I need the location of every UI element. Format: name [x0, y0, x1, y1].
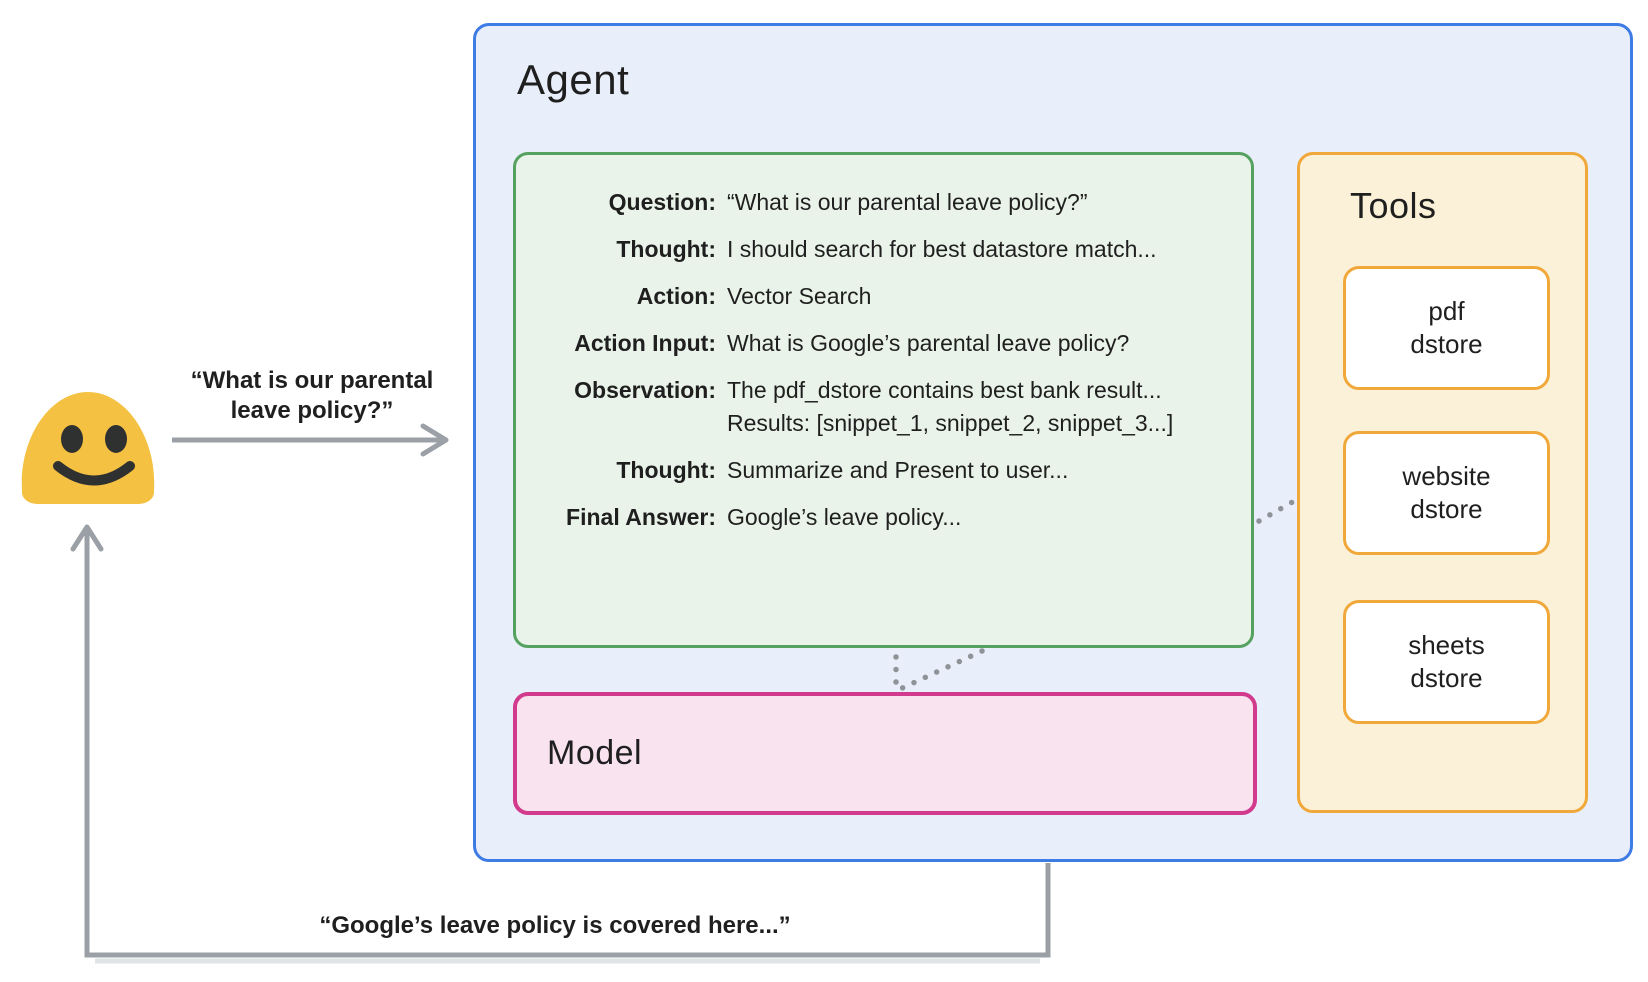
- trace-label: Thought:: [616, 457, 716, 483]
- trace-value: “What is our parental leave policy?”: [727, 189, 1088, 215]
- trace-value: The pdf_dstore contains best bank result…: [727, 374, 1173, 440]
- user-emoji-icon: [21, 392, 155, 504]
- tool-website-dstore: website dstore: [1343, 431, 1550, 555]
- model-box: Model: [513, 692, 1257, 815]
- trace-label: Action:: [636, 283, 716, 309]
- trace-value: Vector Search: [727, 283, 872, 309]
- tools-box: Tools pdf dstore website dstore sheets d…: [1297, 152, 1588, 813]
- trace-value: Summarize and Present to user...: [727, 457, 1069, 483]
- tool-label-line: pdf: [1428, 296, 1465, 326]
- model-title: Model: [547, 734, 643, 772]
- user-question-label: “What is our parental leave policy?”: [152, 366, 472, 426]
- agent-title: Agent: [517, 56, 630, 103]
- scratchpad-box: Question: “What is our parental leave po…: [513, 152, 1254, 648]
- trace-row-thought-2: Thought: Summarize and Present to user..…: [516, 454, 1241, 487]
- trace-row-question: Question: “What is our parental leave po…: [516, 186, 1241, 219]
- trace-row-thought: Thought: I should search for best datast…: [516, 233, 1241, 266]
- trace-label: Action Input:: [574, 330, 716, 356]
- tool-label-line: dstore: [1410, 494, 1483, 524]
- trace-row-final-answer: Final Answer: Google’s leave policy...: [516, 501, 1241, 534]
- tool-label-line: dstore: [1410, 329, 1483, 359]
- observation-line-2: Results: [snippet_1, snippet_2, snippet_…: [727, 410, 1174, 436]
- trace-value: Google’s leave policy...: [727, 504, 962, 530]
- tool-label-line: dstore: [1410, 663, 1483, 693]
- request-arrow: [172, 423, 449, 457]
- user-question-line-2: leave policy?”: [230, 397, 394, 424]
- trace-row-observation: Observation: The pdf_dstore contains bes…: [516, 374, 1241, 440]
- agent-answer-label: “Google’s leave policy is covered here..…: [319, 912, 791, 939]
- trace-label: Observation:: [574, 377, 716, 403]
- trace-label: Thought:: [616, 236, 716, 262]
- trace-row-action: Action: Vector Search: [516, 280, 1241, 313]
- tool-sheets-dstore: sheets dstore: [1343, 600, 1550, 724]
- tool-pdf-dstore: pdf dstore: [1343, 266, 1550, 390]
- trace-value: What is Google’s parental leave policy?: [727, 330, 1130, 356]
- trace-label: Question:: [608, 189, 716, 215]
- trace-row-action-input: Action Input: What is Google’s parental …: [516, 327, 1241, 360]
- trace-label: Final Answer:: [566, 504, 716, 530]
- observation-line-1: The pdf_dstore contains best bank result…: [727, 377, 1162, 403]
- user-question-line-1: “What is our parental: [190, 367, 434, 394]
- trace-value: I should search for best datastore match…: [727, 236, 1157, 262]
- tool-label-line: website: [1402, 461, 1491, 491]
- tools-title: Tools: [1350, 185, 1437, 226]
- tool-label-line: sheets: [1408, 630, 1485, 660]
